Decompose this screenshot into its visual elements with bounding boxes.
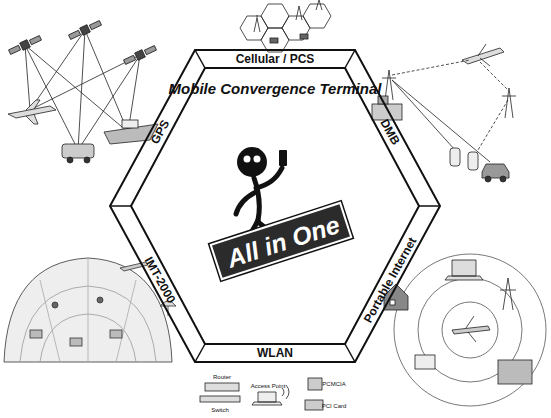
cellular-illustration-part <box>316 0 322 10</box>
band-label: GPS <box>148 118 173 147</box>
band-divider <box>195 344 205 362</box>
device-label: Switch <box>211 407 229 413</box>
stick-figure-part <box>236 192 256 214</box>
dmb-illustration-part <box>392 60 470 75</box>
gps-illustration-part-part <box>144 46 156 55</box>
imt2000-illustration-part <box>116 280 136 362</box>
gps-illustration-part <box>78 30 85 150</box>
dmb-illustration-part <box>500 176 506 182</box>
gps-illustration-part <box>68 19 102 41</box>
wlan-illustration-part <box>200 396 240 402</box>
wlan-illustration-part <box>252 392 282 405</box>
dmb-illustration-part <box>478 100 508 150</box>
portable-internet-illustration <box>384 254 546 406</box>
node-text: All in One <box>213 207 353 277</box>
band-label: WLAN <box>257 346 293 360</box>
wlan-illustration-part <box>205 383 239 391</box>
gps-illustration-part <box>25 45 30 110</box>
band-divider <box>419 205 440 207</box>
band-divider <box>110 205 131 207</box>
wlan-illustration-part <box>308 378 322 390</box>
gps-illustration <box>8 19 158 163</box>
gps-illustration-part <box>8 34 42 56</box>
cellular-illustration-part <box>240 16 268 40</box>
hexagon-outer <box>110 50 440 362</box>
cellular-illustration-part <box>254 15 260 32</box>
dmb-illustration-part <box>485 176 491 182</box>
band-divider <box>195 50 205 68</box>
gps-illustration-part-part <box>29 36 41 45</box>
imt2000-illustration-part <box>52 302 58 308</box>
hexagon-inner <box>131 68 419 344</box>
gps-illustration-part-part <box>20 40 31 51</box>
cellular-illustration-part <box>261 4 289 28</box>
node-text: Mobile Convergence Terminal <box>110 80 440 97</box>
dmb-illustration-part <box>502 88 516 118</box>
imt2000-illustration-part <box>88 258 89 362</box>
stick-figure-part <box>256 168 282 188</box>
cellular-illustration-part <box>270 38 278 43</box>
device-label: Access Point <box>251 383 286 389</box>
cellular-illustration-part <box>261 28 289 52</box>
stick-figure-part <box>237 147 267 177</box>
dmb-illustration-part <box>468 152 478 170</box>
portable-internet-illustration-part <box>445 260 483 280</box>
dmb-illustration-part <box>462 44 504 66</box>
gps-illustration-part <box>122 120 138 128</box>
wlan-illustration-part <box>305 400 323 410</box>
gps-illustration-part-part <box>89 21 101 30</box>
stick-figure-part <box>254 178 259 220</box>
imt2000-illustration-part <box>97 297 103 303</box>
gps-illustration-part <box>62 144 94 158</box>
imt2000-illustration-part <box>30 330 42 338</box>
portable-internet-illustration-part <box>452 316 490 342</box>
gps-illustration-part <box>30 30 85 110</box>
device-label: PCMCIA <box>322 381 345 387</box>
dmb-illustration-part <box>480 62 508 90</box>
gps-illustration-part <box>84 157 90 163</box>
all-in-one-banner: All in One <box>210 202 353 281</box>
gps-illustration-part <box>123 44 157 66</box>
dmb-illustration-part <box>482 164 509 178</box>
portable-internet-illustration-part <box>498 360 532 384</box>
stick-figure-part <box>244 156 251 163</box>
gps-illustration-part-part <box>124 55 136 64</box>
wlan-illustration <box>200 378 323 410</box>
dmb-illustration <box>372 44 516 182</box>
stick-figure-part <box>279 150 287 166</box>
gps-illustration-part <box>8 100 56 124</box>
gps-illustration-part <box>25 45 128 132</box>
band-label: Cellular / PCS <box>236 52 315 66</box>
gps-illustration-part-part <box>80 25 91 36</box>
dmb-illustration-part <box>392 80 490 162</box>
portable-internet-illustration-part <box>442 302 498 358</box>
cellular-illustration-part <box>300 34 308 39</box>
device-label: PCI Card <box>322 403 347 409</box>
cellular-illustration-part <box>296 6 302 20</box>
portable-internet-illustration-part <box>390 300 395 305</box>
central-hexagon: Mobile Convergence TerminalAll in One <box>110 50 440 362</box>
imt2000-illustration-part <box>40 280 60 362</box>
dmb-illustration-part <box>450 148 460 166</box>
band-divider <box>345 344 355 362</box>
gps-illustration-part <box>30 55 140 110</box>
portable-internet-illustration-part <box>500 278 516 310</box>
gps-illustration-part <box>85 30 128 132</box>
gps-illustration-part-part <box>9 45 21 54</box>
gps-illustration-part-part <box>69 30 81 39</box>
imt2000-illustration-part <box>110 330 122 338</box>
stick-figure-part <box>254 156 261 163</box>
portable-internet-illustration-part <box>394 254 546 406</box>
gps-illustration-part <box>67 157 73 163</box>
portable-internet-illustration-part <box>415 355 435 369</box>
gps-illustration-part-part <box>135 50 146 61</box>
band-divider <box>345 50 355 68</box>
imt2000-illustration-part <box>70 338 82 346</box>
cellular-illustration <box>240 0 331 52</box>
gps-illustration-part <box>25 45 78 150</box>
device-label: Router <box>213 374 231 380</box>
band-label: Portable Internet <box>361 235 419 325</box>
